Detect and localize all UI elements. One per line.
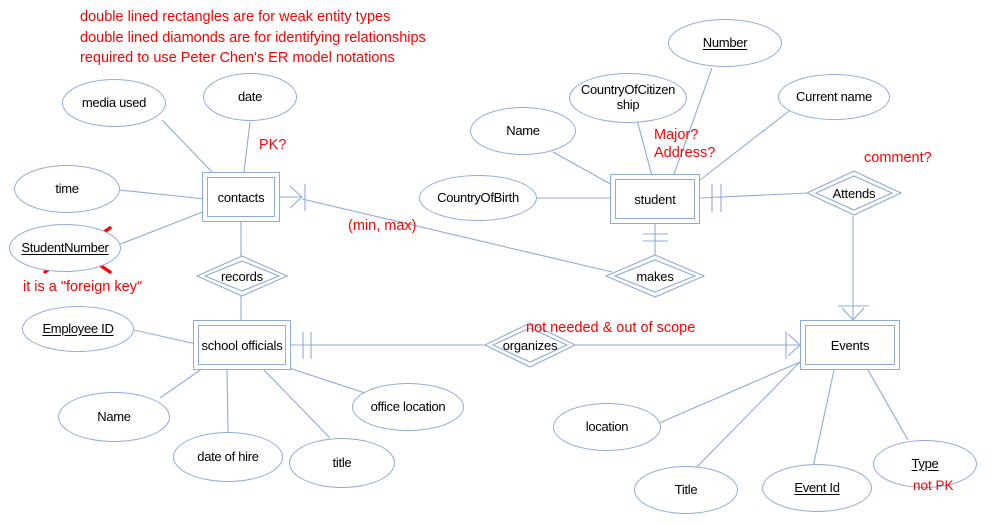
makes-inner-diamond [613, 259, 697, 293]
attribute-employee-id[interactable]: Employee ID [22, 306, 134, 352]
edge-title-school-officials [261, 367, 331, 439]
attribute-event-id-label: Event Id [794, 479, 840, 495]
crowfoot-contacts-b [289, 196, 303, 209]
attribute-media-used-label: media used [81, 94, 147, 110]
entity-student[interactable]: student [610, 174, 700, 224]
crowfoot-contacts-a [289, 185, 303, 198]
annotation-pk-question: PK? [259, 137, 287, 153]
attribute-office-location-label: office location [370, 398, 446, 414]
entity-school-officials-label: school officials [201, 337, 283, 353]
edge-name-school-officials [159, 365, 207, 399]
annotation-foreign-key-note: it is a "foreign key" [23, 279, 143, 295]
crowfoot-events-top-a [841, 307, 854, 321]
attribute-title-official-label: title [332, 454, 352, 470]
organizes-outer-diamond [483, 322, 577, 368]
annotation-out-of-scope: not needed & out of scope [526, 320, 696, 336]
edge-employee-id-school-officials [133, 329, 197, 345]
attribute-country-of-citizenship-label: CountryOfCitizen ship [580, 82, 676, 112]
organizes-inner-diamond [491, 327, 569, 363]
edge-event-id-events [811, 369, 835, 473]
edge-date-of-hire-school-officials [226, 367, 229, 433]
entity-contacts-label: contacts [217, 189, 265, 205]
attribute-student-number[interactable]: StudentNumber [9, 224, 121, 272]
edge-type-events [867, 369, 909, 441]
edge-media-used-contacts [161, 119, 213, 173]
edge-name-student [552, 151, 615, 187]
attribute-name-student-label: Name [506, 122, 540, 138]
attribute-student-number-label: StudentNumber [21, 239, 109, 255]
crowfoot-events-left-b [787, 344, 801, 357]
edge-location-events [656, 361, 801, 425]
edge-student-attends [699, 192, 809, 199]
edge-current-name-student [699, 107, 794, 181]
entity-contacts-inner: contacts [207, 177, 275, 217]
annotation-comment-question: comment? [864, 150, 932, 166]
attribute-event-id[interactable]: Event Id [762, 464, 872, 512]
attribute-date-label: date [237, 88, 263, 104]
annotation-address-question: Address? [654, 145, 716, 161]
legend-notes: double lined rectangles are for weak ent… [80, 7, 426, 69]
makes-outer-diamond [604, 254, 706, 298]
annotation-min-max: (min, max) [348, 218, 417, 234]
edge-title-events [685, 361, 801, 479]
attribute-name-official-label: Name [97, 408, 131, 424]
relationship-records-label: records [221, 268, 263, 284]
legend-note-3: required to use Peter Chen's ER model no… [80, 50, 395, 67]
attribute-title-official[interactable]: title [289, 438, 395, 488]
attribute-media-used[interactable]: media used [62, 79, 166, 127]
legend-note-1: double lined rectangles are for weak ent… [80, 9, 391, 25]
edge-time-contacts [118, 189, 206, 200]
attribute-time-label: time [55, 180, 79, 196]
attends-outer-diamond [805, 170, 903, 216]
relationship-records[interactable]: records [195, 255, 289, 297]
legend-note-2: double lined diamonds are for identifyin… [80, 29, 426, 46]
attribute-office-location[interactable]: office location [352, 383, 464, 431]
edge-date-contacts [243, 121, 251, 173]
attribute-title-event-label: Title [674, 481, 698, 497]
attribute-number-label: Number [702, 34, 748, 50]
relationship-organizes-label: organizes [502, 337, 558, 353]
attribute-title-event[interactable]: Title [634, 466, 738, 514]
attribute-date-of-hire-label: date of hire [197, 448, 259, 464]
relationship-organizes[interactable]: organizes [483, 322, 577, 368]
annotation-major-question: Major? [654, 127, 699, 143]
attribute-type[interactable]: Type [873, 440, 977, 488]
attribute-name-official[interactable]: Name [58, 392, 170, 442]
edge-country-of-citizenship-student [636, 119, 653, 177]
attribute-time[interactable]: time [14, 165, 120, 213]
attends-inner-diamond [814, 175, 894, 211]
attribute-number[interactable]: Number [668, 19, 782, 67]
attribute-country-of-citizenship[interactable]: CountryOfCitizen ship [569, 73, 687, 123]
entity-events-inner: Events [805, 325, 895, 365]
crowfoot-events-left-a [787, 333, 801, 346]
entity-school-officials-inner: school officials [198, 325, 286, 365]
attribute-location-label: location [585, 418, 629, 434]
attribute-employee-id-label: Employee ID [42, 320, 114, 336]
entity-school-officials[interactable]: school officials [193, 320, 291, 370]
entity-student-label: student [634, 191, 676, 207]
attribute-name-student[interactable]: Name [470, 107, 576, 155]
entity-contacts[interactable]: contacts [202, 172, 280, 222]
edge-studentnumber-contacts [117, 210, 206, 246]
attribute-date-of-hire[interactable]: date of hire [173, 432, 283, 482]
relationship-attends-label: Attends [832, 185, 876, 201]
relationship-attends[interactable]: Attends [805, 170, 903, 216]
relationship-makes[interactable]: makes [604, 254, 706, 298]
attribute-date[interactable]: date [203, 73, 297, 121]
annotation-not-pk: not PK [913, 478, 954, 493]
attribute-location[interactable]: location [553, 403, 661, 451]
entity-events-label: Events [830, 337, 870, 353]
relationship-makes-label: makes [636, 268, 674, 284]
entity-events[interactable]: Events [800, 320, 900, 370]
entity-student-inner: student [615, 179, 695, 219]
attribute-current-name[interactable]: Current name [778, 74, 890, 120]
crowfoot-events-top-b [852, 307, 865, 321]
edge-office-location-school-officials [282, 365, 369, 395]
attribute-country-of-birth[interactable]: CountryOfBirth [419, 175, 537, 221]
attribute-country-of-birth-label: CountryOfBirth [437, 189, 519, 205]
records-inner-diamond [203, 260, 281, 292]
attribute-current-name-label: Current name [796, 88, 872, 104]
attribute-type-label: Type [911, 455, 939, 471]
records-outer-diamond [195, 255, 289, 297]
